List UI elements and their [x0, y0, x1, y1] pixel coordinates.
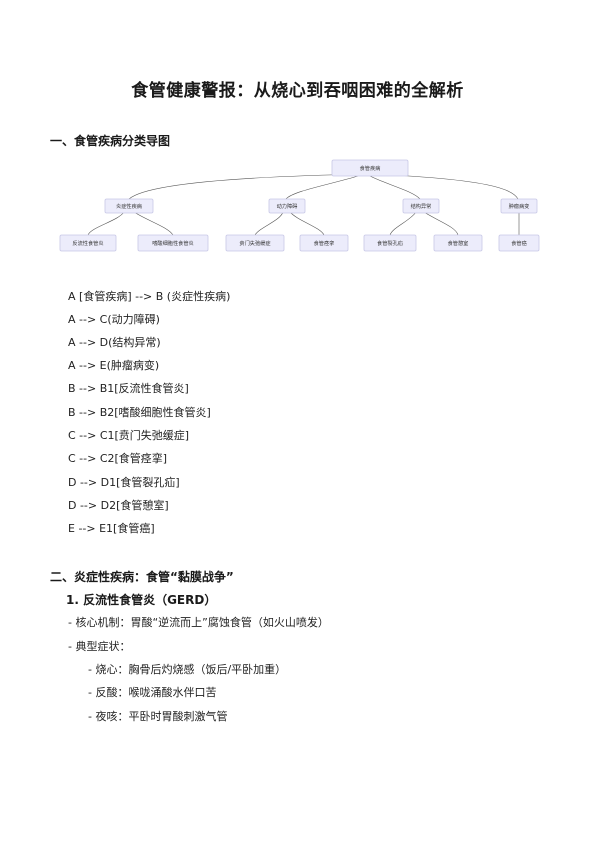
node-d: 结构异常	[402, 198, 440, 214]
edge-c-c1	[254, 211, 284, 236]
code-line: B --> B1[反流性食管炎]	[68, 382, 189, 395]
list-item: - 典型症状：	[68, 640, 131, 653]
code-line: C --> C1[贲门失弛缓症]	[68, 429, 190, 442]
code-line: B --> B2[嗜酸细胞性食管炎]	[68, 406, 211, 419]
edge-d-d2	[423, 211, 459, 236]
node-b1-label: 反流性食管炎	[72, 239, 103, 247]
page-title: 食管健康警报：从烧心到吞咽困难的全解析	[131, 81, 464, 101]
gerd-subheading: 1. 反流性食管炎（GERD）	[66, 593, 217, 607]
edge-b-b2	[133, 211, 174, 236]
node-c-label: 动力障碍	[277, 202, 298, 210]
edge-root-e	[369, 173, 519, 200]
code-line: C --> C2[食管痉挛]	[68, 452, 168, 465]
node-d-label: 结构异常	[411, 202, 432, 210]
code-line: A --> D(结构异常)	[68, 336, 161, 349]
node-root-label: 食管疾病	[360, 164, 381, 172]
edge-c-c2	[289, 211, 325, 236]
edge-root-c	[285, 175, 359, 200]
node-c1: 贲门失弛缓症	[225, 234, 285, 252]
node-b1: 反流性食管炎	[59, 234, 117, 252]
node-c2: 食管痉挛	[299, 234, 349, 252]
code-line: A [食管疾病] --> B (炎症性疾病)	[68, 290, 231, 303]
code-line: E --> E1[食管癌]	[68, 522, 155, 535]
symptom-item: - 夜咳：平卧时胃酸刺激气管	[88, 710, 228, 723]
node-d2: 食管憩室	[433, 234, 483, 252]
node-e-label: 肿瘤病变	[509, 202, 530, 210]
node-b2: 嗜酸细胞性食管炎	[137, 234, 209, 252]
node-e: 肿瘤病变	[500, 198, 538, 214]
edge-root-b	[128, 173, 371, 200]
node-b2-label: 嗜酸细胞性食管炎	[152, 239, 194, 247]
node-c1-label: 贲门失弛缓症	[239, 239, 270, 247]
section2-heading: 二、炎症性疾病：食管“黏膜战争”	[50, 570, 234, 584]
node-root: 食管疾病	[331, 159, 409, 177]
node-e1: 食管癌	[498, 234, 540, 252]
node-c: 动力障碍	[268, 198, 306, 214]
node-b: 炎症性疾病	[104, 198, 154, 214]
code-line: D --> D2[食管憩室]	[68, 499, 169, 512]
list-item: - 核心机制：胃酸“逆流而上”腐蚀食管（如火山喷发）	[68, 616, 329, 629]
edge-root-d	[369, 175, 421, 200]
code-line: D --> D1[食管裂孔疝]	[68, 476, 180, 489]
node-d1-label: 食管裂孔疝	[377, 239, 403, 247]
edge-d-d1	[389, 211, 417, 236]
node-d2-label: 食管憩室	[448, 239, 469, 247]
symptom-item: - 烧心：胸骨后灼烧感（饭后/平卧加重）	[88, 663, 287, 676]
code-line: A --> C(动力障碍)	[68, 313, 160, 326]
code-line: A --> E(肿瘤病变)	[68, 359, 160, 372]
node-e1-label: 食管癌	[511, 239, 527, 247]
node-d1: 食管裂孔疝	[363, 234, 417, 252]
classification-diagram: 食管疾病 炎症性疾病 动力障碍 结构异常 肿瘤病变 反流性食管炎 嗜酸细胞性食管…	[59, 159, 540, 252]
node-c2-label: 食管痉挛	[314, 239, 335, 247]
edge-b-b1	[87, 211, 125, 236]
node-b-label: 炎症性疾病	[116, 202, 142, 210]
symptom-item: - 反酸：喉咙涌酸水伴口苦	[88, 686, 217, 699]
section1-heading: 一、食管疾病分类导图	[50, 134, 171, 148]
